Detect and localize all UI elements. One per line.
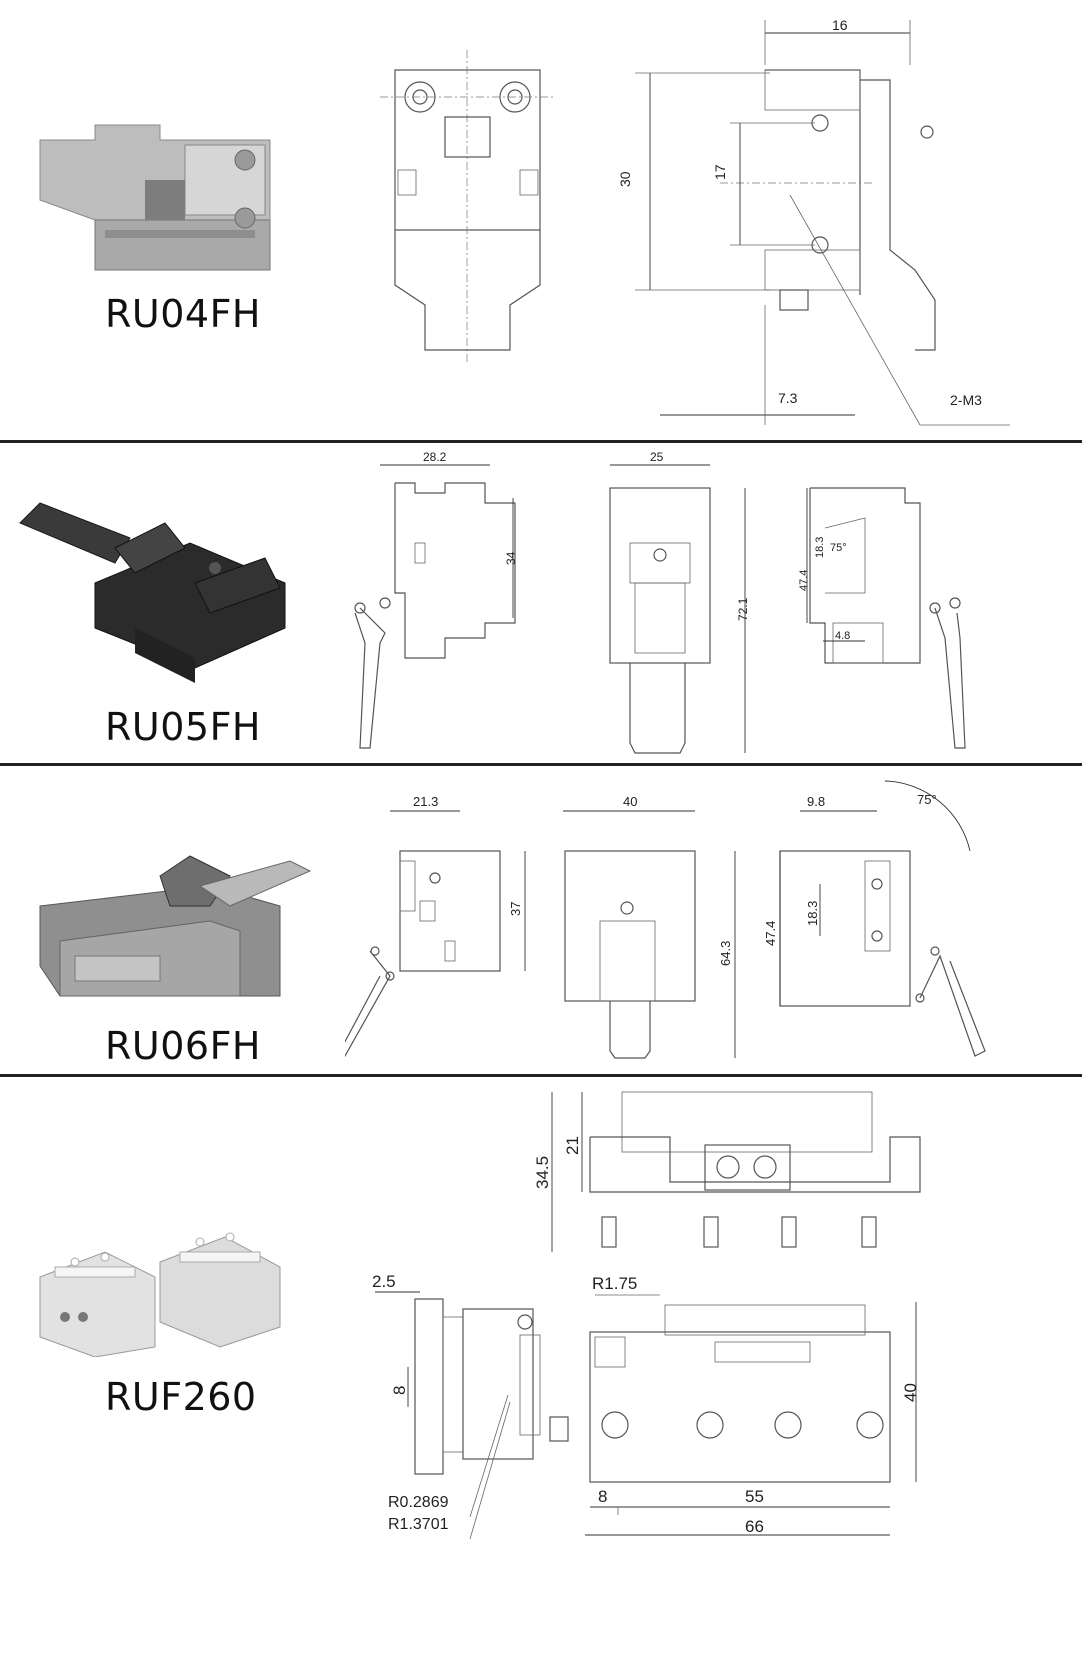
dim-hole-span: 55: [745, 1487, 764, 1506]
ru04fh-photo: [39, 124, 271, 271]
model-label: RU06FH: [105, 1024, 262, 1068]
model-label: RUF260: [105, 1375, 257, 1419]
dim-offset: 9.8: [807, 794, 825, 809]
ru05fh-view-left: 28.2 34: [354, 450, 518, 749]
dim-slot: 18.3: [814, 537, 826, 558]
dim-height: 34: [504, 551, 518, 565]
dim-height: 72.1: [736, 597, 750, 621]
ruf260-drawing: 34.5 21 2.5 8 R0.2869 R1.3701: [372, 1091, 921, 1540]
dim-step: 4.8: [835, 630, 850, 642]
dim-radius-small: R0.2869: [388, 1494, 449, 1511]
dim-inset: 8: [598, 1487, 607, 1506]
dim-height: 64.3: [718, 941, 733, 966]
dim-hole-spacing: 18.3: [805, 901, 820, 926]
ru04fh-drawing: 16 30 17 7.3 2-M3: [380, 17, 1010, 426]
ru05fh-drawing: 28.2 34 25 72.1 47.4 18.3 75°: [354, 450, 966, 754]
ruf260-photo: [39, 1232, 281, 1357]
dim-width: 40: [623, 794, 637, 809]
ru06fh-view-right: 9.8 75° 18.3 47.4: [763, 780, 986, 1057]
section-divider: [0, 440, 1082, 443]
ru04fh-front-view: [380, 50, 555, 365]
ru04fh-side-view: 16 30 17 7.3 2-M3: [617, 17, 1010, 426]
dim-height: 47.4: [763, 921, 778, 946]
ru06fh-view-middle: 40 64.3: [563, 794, 736, 1059]
model-label: RU05FH: [105, 705, 262, 749]
dim-width: 28.2: [423, 450, 447, 464]
dim-lip: 2.5: [372, 1272, 396, 1291]
dim-width: 25: [650, 450, 664, 464]
dim-height: 37: [508, 902, 523, 916]
dim-height: 47.4: [798, 570, 810, 591]
dim-total-height: 34.5: [533, 1156, 552, 1189]
dim-radius-large: R1.3701: [388, 1516, 449, 1533]
dim-body-height: 21: [563, 1136, 582, 1155]
product-section-ru05fh: RU05FH 28.2 34 25 72.1: [0, 443, 1082, 763]
dim-width: 16: [832, 17, 848, 33]
ru06fh-view-left: 21.3 37: [345, 794, 526, 1057]
ru06fh-photo: [39, 855, 312, 997]
ru05fh-view-middle: 25 72.1: [609, 450, 750, 754]
dim-total-width: 66: [745, 1517, 764, 1536]
section-divider: [0, 763, 1082, 766]
dim-hole-spacing: 17: [712, 164, 728, 180]
ru05fh-view-right: 47.4 18.3 75° 4.8: [798, 487, 966, 749]
ru05fh-photo: [19, 502, 286, 683]
ruf260-front-view: R1.75 40 8 55 66: [585, 1274, 920, 1536]
product-section-ru04fh: RU04FH 16: [0, 0, 1082, 440]
dim-thread: 2-M3: [950, 392, 982, 408]
ruf260-side-view: 2.5 8 R0.2869 R1.3701: [372, 1272, 569, 1540]
product-section-ru06fh: RU06FH 21.3 37 40 64.3: [0, 766, 1082, 1074]
product-section-ruf260: RUF260 34.5 21 2.5: [0, 1077, 1082, 1677]
dim-height: 40: [901, 1383, 920, 1402]
dim-height: 30: [617, 171, 633, 187]
dim-offset: 7.3: [778, 390, 798, 406]
dim-step: 8: [390, 1386, 409, 1395]
ruf260-top-view: 34.5 21: [533, 1091, 921, 1252]
dim-angle: 75°: [917, 792, 937, 807]
dim-radius: R1.75: [592, 1274, 637, 1293]
dim-angle: 75°: [830, 542, 847, 554]
ru06fh-drawing: 21.3 37 40 64.3 9.8 75°: [345, 780, 986, 1059]
section-divider: [0, 1074, 1082, 1077]
model-label: RU04FH: [105, 292, 262, 336]
dim-width: 21.3: [413, 794, 438, 809]
